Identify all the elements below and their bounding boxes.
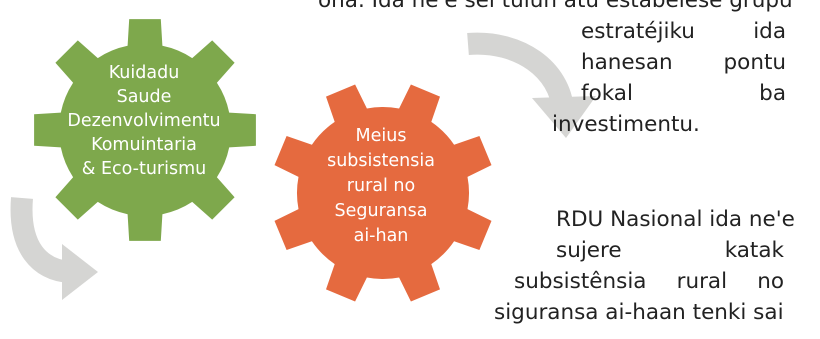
paragraph-word: siguransa ai-haan tenki sai bbox=[494, 300, 784, 325]
paragraph-word: rural bbox=[676, 269, 728, 294]
paragraph-word: katak bbox=[724, 238, 784, 263]
paragraph-line: siguransa ai-haan tenki sai bbox=[494, 297, 784, 328]
paragraph-word: pontu bbox=[723, 50, 786, 75]
curved-arrow-bottom-icon bbox=[10, 197, 98, 300]
paragraph-top: oha. Ida ne'e sei tulun atu estabelese g… bbox=[318, 0, 793, 140]
orange-gear-line: Meius bbox=[355, 126, 407, 146]
paragraph-line: RDU Nasional ida ne'e bbox=[556, 207, 795, 232]
orange-gear-line: Seguransa bbox=[334, 201, 428, 221]
orange-gear-label: Meius subsistensia rural no Seguransa ai… bbox=[296, 124, 466, 249]
paragraph-word: ba bbox=[759, 81, 786, 106]
orange-gear-line: subsistensia bbox=[327, 151, 435, 171]
paragraph-line: subsistênsia rural no bbox=[514, 266, 784, 297]
green-gear-line: Komuintaria bbox=[91, 135, 197, 155]
orange-gear-shape bbox=[274, 84, 492, 302]
green-gear-line: Kuidadu bbox=[108, 63, 180, 83]
paragraph-word: subsistênsia bbox=[514, 269, 647, 294]
orange-gear-line: rural no bbox=[346, 176, 416, 196]
paragraph-line: oha. Ida ne'e sei tulun atu estabelese g… bbox=[318, 0, 793, 13]
paragraph-line: estratéjiku ida bbox=[581, 16, 786, 47]
paragraph-line: fokal ba bbox=[581, 78, 786, 109]
paragraph-line: investimentu. bbox=[552, 112, 700, 137]
curved-arrow-top-icon bbox=[467, 32, 596, 138]
paragraph-bottom: RDU Nasional ida ne'e sujere katak subsi… bbox=[494, 204, 795, 328]
paragraph-word: no bbox=[757, 269, 784, 294]
green-gear-shape bbox=[34, 19, 256, 241]
paragraph-line: hanesan pontu bbox=[581, 47, 786, 78]
paragraph-word: ida bbox=[753, 19, 786, 44]
paragraph-word: estratéjiku bbox=[581, 19, 695, 44]
paragraph-word: fokal bbox=[581, 81, 633, 106]
paragraph-word: sujere bbox=[556, 238, 622, 263]
paragraph-word: hanesan bbox=[581, 50, 673, 75]
green-gear-line: & Eco-turismu bbox=[81, 159, 207, 179]
green-gear-line: Saude bbox=[116, 87, 172, 107]
orange-gear-line: ai-han bbox=[353, 226, 409, 246]
green-gear-line: Dezenvolvimentu bbox=[67, 111, 221, 131]
paragraph-line: sujere katak bbox=[556, 235, 784, 266]
green-gear-label: Kuidadu Saude Dezenvolvimentu Komuintari… bbox=[28, 61, 260, 181]
